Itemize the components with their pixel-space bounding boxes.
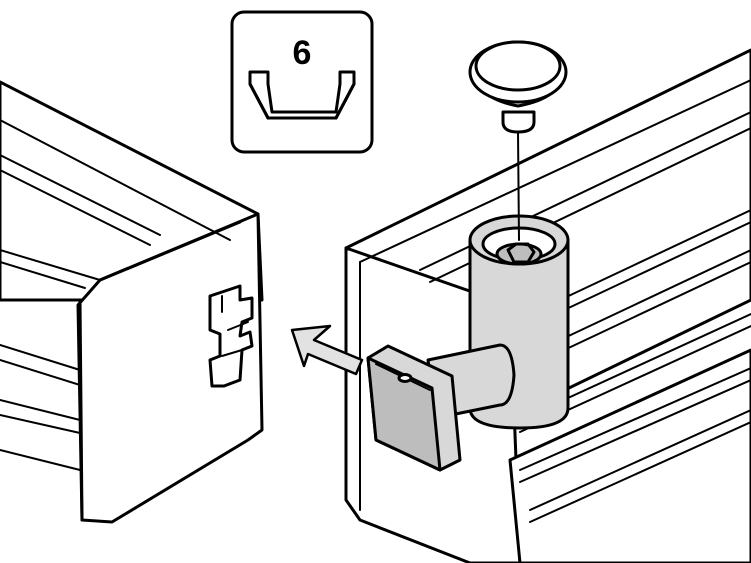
left-profile — [0, 80, 264, 524]
slot-size-badge: 6 — [230, 10, 374, 154]
cap-icon — [468, 40, 568, 241]
badge-number: 6 — [293, 34, 312, 72]
badge-frame — [230, 10, 374, 154]
insert-arrow-icon — [290, 324, 364, 376]
connector-icon — [366, 214, 570, 472]
